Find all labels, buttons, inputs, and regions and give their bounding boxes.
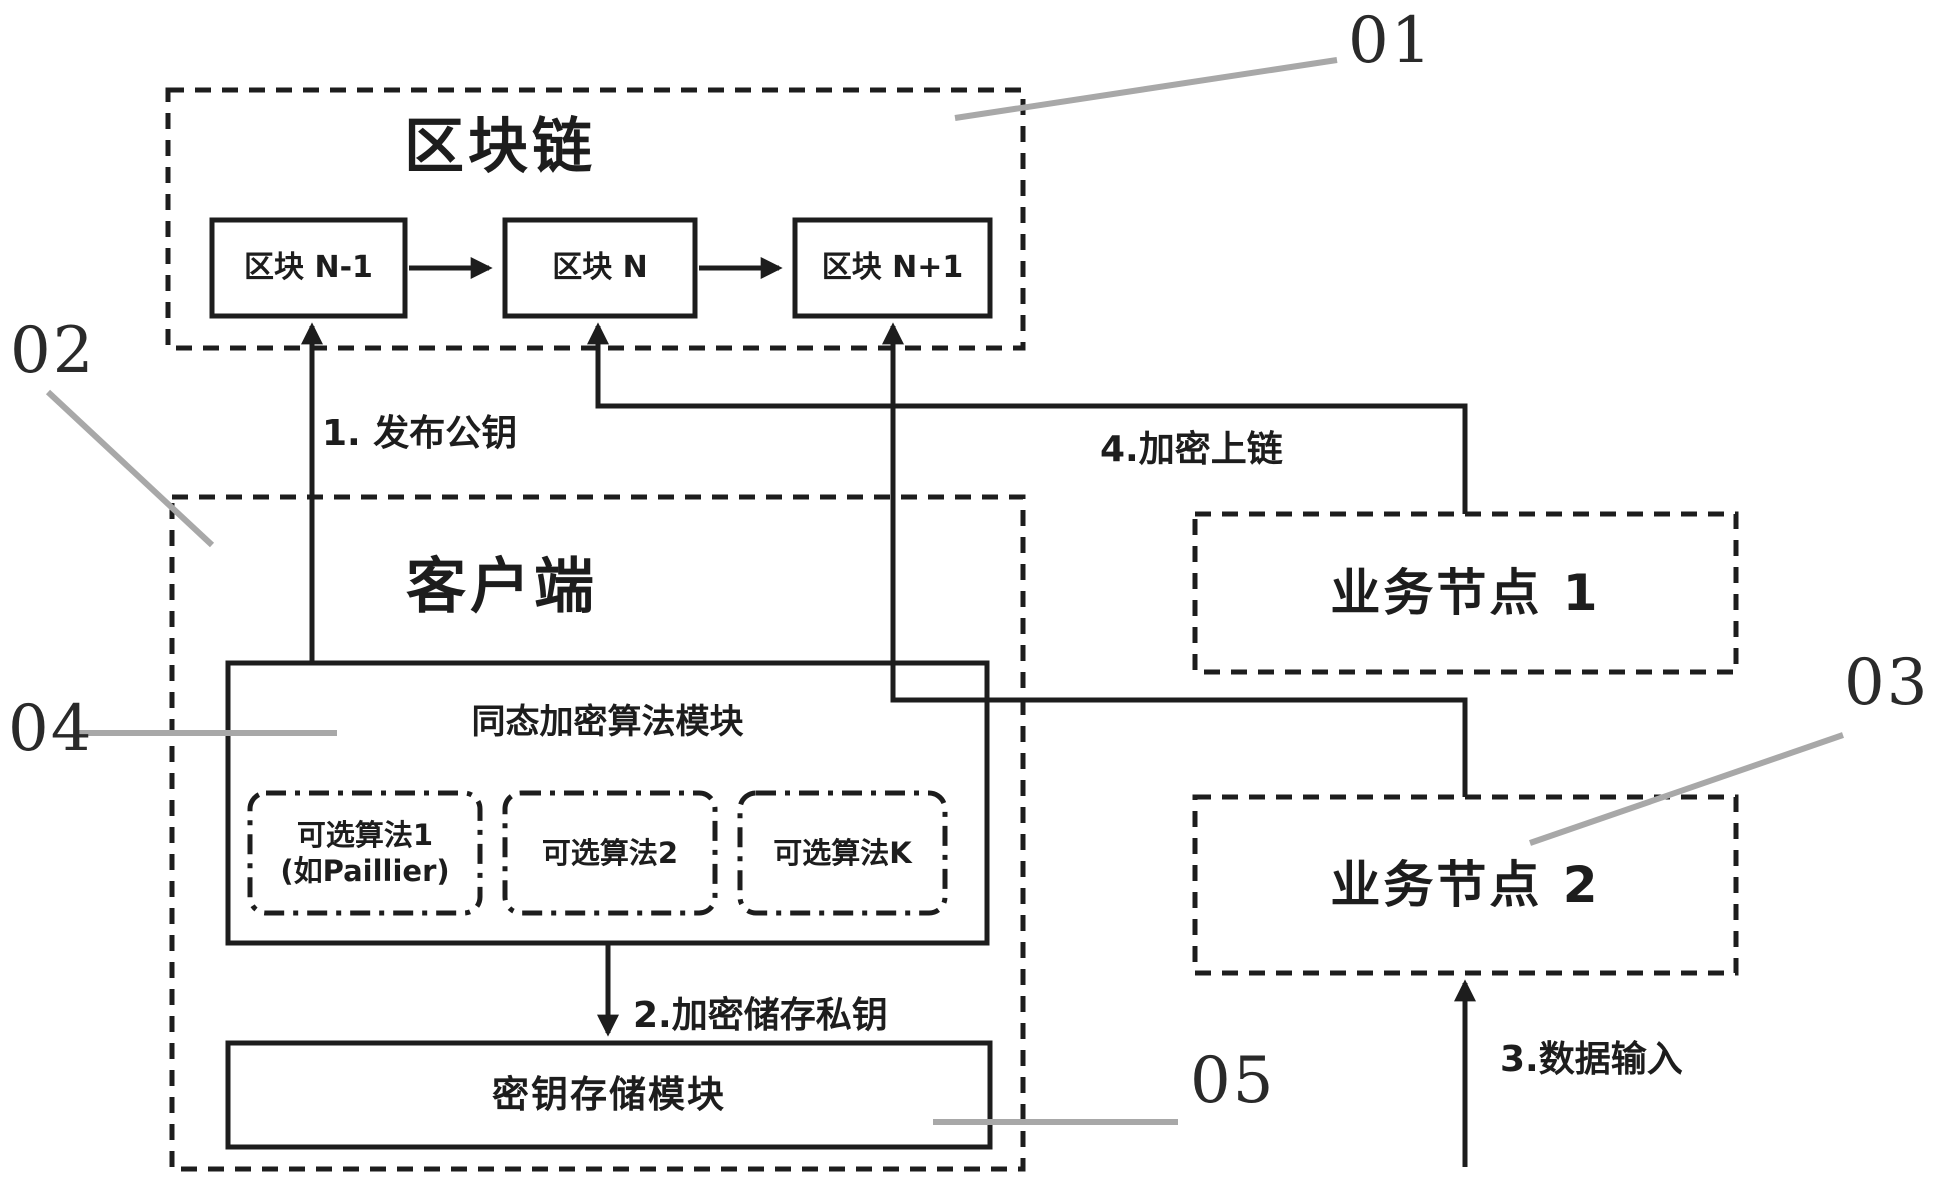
algorithm-option-2-box — [502, 790, 718, 916]
algorithm-option-k-box — [737, 790, 948, 916]
node2-upload-connector — [882, 322, 1468, 797]
algorithm-option-1-label: 可选算法1 (如Paillier) — [250, 793, 480, 913]
block-n-box — [502, 217, 698, 319]
ref-01-leader-line — [954, 57, 1338, 121]
store-key-label: 2.加密储存私钥 — [633, 995, 888, 1036]
block-n-plus-1-box — [792, 217, 993, 319]
algorithm-option-1-box — [247, 790, 483, 916]
algorithm-option-k-label: 可选算法K — [773, 835, 912, 870]
blockchain-title: 区块链 — [404, 112, 596, 182]
ref-02: 02 — [10, 314, 96, 388]
key-storage-title: 密钥存储模块 — [492, 1072, 726, 1116]
ref-03: 03 — [1844, 646, 1930, 720]
block-n-minus-1-label: 区块 N-1 — [244, 250, 373, 285]
algorithm-option-1-line2: (如Paillier) — [280, 854, 450, 888]
ref-01: 01 — [1348, 4, 1434, 78]
ref-02-leader-line — [45, 389, 215, 548]
homomorphic-module-box — [225, 660, 990, 946]
block-n-label: 区块 N — [552, 250, 648, 285]
encrypt-upload-connector — [587, 322, 1468, 514]
ref-03-leader-line — [1529, 732, 1844, 846]
ref-05: 05 — [1190, 1044, 1276, 1118]
encrypt-upload-label: 4.加密上链 — [1100, 429, 1283, 470]
business-node-1-title: 业务节点 1 — [1330, 564, 1601, 622]
block-n-plus-1-label: 区块 N+1 — [821, 250, 964, 285]
key-storage-box — [225, 1040, 993, 1150]
business-node-2-title: 业务节点 2 — [1330, 856, 1601, 914]
client-title: 客户端 — [406, 552, 598, 622]
algorithm-option-1-line1: 可选算法1 — [296, 817, 434, 852]
ref-04: 04 — [8, 692, 94, 766]
homomorphic-module-title: 同态加密算法模块 — [471, 701, 744, 742]
block-n-minus-1-box — [209, 217, 408, 319]
algorithm-option-2-label: 可选算法2 — [541, 835, 679, 870]
publish-key-label: 1. 发布公钥 — [322, 413, 518, 454]
data-input-label: 3.数据输入 — [1500, 1039, 1683, 1080]
client-box — [169, 494, 1026, 1172]
